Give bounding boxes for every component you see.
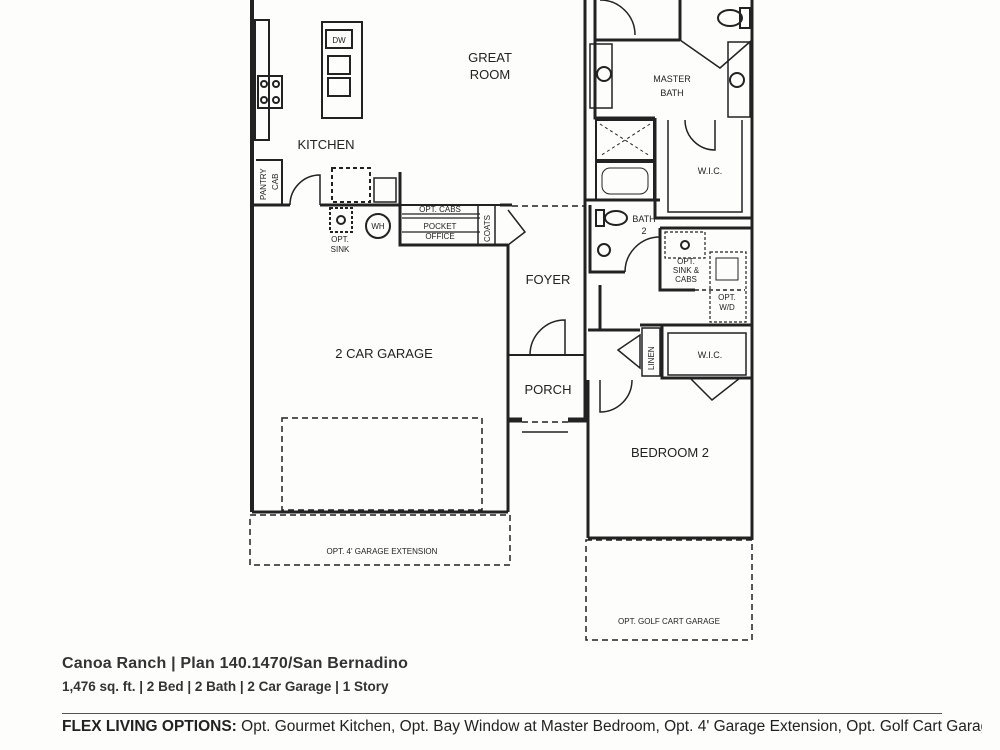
golf-cart-garage — [585, 539, 753, 641]
garage-label: 2 CAR GARAGE — [335, 346, 433, 361]
plan-title: Canoa Ranch | Plan 140.1470/San Bernadin… — [62, 655, 409, 672]
plan-footer: Canoa Ranch | Plan 140.1470/San Bernadin… — [62, 655, 962, 694]
wic-door — [684, 119, 716, 151]
water-heater — [365, 213, 391, 239]
bath2-label: BATH — [632, 214, 655, 224]
opt-sink-cabs — [664, 231, 706, 259]
opt-sink-cabs-label-2: SINK & — [673, 266, 700, 275]
foyer-label: FOYER — [526, 272, 571, 287]
opt-sink-box — [329, 207, 353, 233]
pantry-label: PANTRY — [259, 168, 268, 200]
wic-2 — [667, 332, 747, 376]
linen-closet — [641, 327, 661, 377]
opt-sink-cabs-label: OPT. — [677, 257, 695, 266]
flex-options-text: Opt. Gourmet Kitchen, Opt. Bay Window at… — [241, 718, 982, 735]
opt-sink-cabs-label-3: CABS — [675, 275, 697, 284]
kitchen-counter — [254, 19, 270, 141]
flex-options: FLEX LIVING OPTIONS: Opt. Gourmet Kitche… — [62, 718, 982, 750]
garage-entry-door — [507, 209, 527, 246]
shower — [595, 119, 655, 161]
master-sink-1 — [596, 66, 612, 82]
garage-extension-label: OPT. 4' GARAGE EXTENSION — [327, 547, 438, 556]
bedroom2-door — [599, 379, 633, 413]
entry-door — [529, 319, 566, 356]
golf-cart-garage-label: OPT. GOLF CART GARAGE — [618, 617, 720, 626]
great-room-label: GREAT — [468, 50, 512, 65]
opt-sink-label-2: SINK — [331, 245, 350, 254]
porch-label: PORCH — [525, 382, 572, 397]
bath2-toilet — [604, 210, 628, 226]
master-bath-label: MASTER — [653, 74, 691, 84]
great-room-label-2: ROOM — [470, 67, 510, 82]
water-heater-label: WH — [371, 222, 385, 231]
dishwasher-label: DW — [332, 36, 346, 45]
pantry-wall — [256, 159, 283, 205]
master-sink-2 — [729, 72, 745, 88]
bath2-label-2: 2 — [641, 226, 646, 236]
wic-label: W.I.C. — [698, 166, 723, 176]
flex-options-label: FLEX LIVING OPTIONS: — [62, 718, 237, 735]
opt-wd-label: OPT. — [718, 293, 736, 302]
linen-label: LINEN — [647, 346, 656, 370]
bedroom2-label: BEDROOM 2 — [631, 445, 709, 460]
bath2-sink — [597, 243, 611, 257]
master-bath-label-2: BATH — [660, 88, 683, 98]
washer-dryer — [709, 251, 747, 323]
opt-sink-label: OPT. — [331, 235, 349, 244]
linen-door — [616, 333, 641, 370]
kitchen-range — [257, 75, 283, 109]
plan-stats: 1,476 sq. ft. | 2 Bed | 2 Bath | 2 Car G… — [62, 679, 389, 694]
toilet — [717, 9, 743, 27]
master-bath-door — [599, 0, 636, 36]
kitchen-island — [321, 21, 363, 119]
pantry-door — [289, 174, 321, 206]
pocket-office-label-2: OFFICE — [425, 232, 454, 241]
opt-wd-label-2: W/D — [719, 303, 735, 312]
kitchen-label: KITCHEN — [297, 137, 354, 152]
opt-cabs-label: OPT. CABS — [419, 205, 461, 214]
floor-plan: GREAT ROOM KITCHEN MASTER BATH W.I.C. BA… — [249, 0, 754, 641]
garage-extension — [249, 514, 511, 566]
divider — [62, 713, 942, 714]
pocket-office-label: POCKET — [424, 222, 457, 231]
coats-label: COATS — [483, 215, 492, 242]
pantry-label-2: CAB — [271, 174, 280, 190]
garage-door — [281, 417, 483, 511]
wic-2-label: W.I.C. — [698, 350, 723, 360]
kitchen-bar — [331, 167, 371, 203]
bath2-door — [624, 236, 661, 273]
